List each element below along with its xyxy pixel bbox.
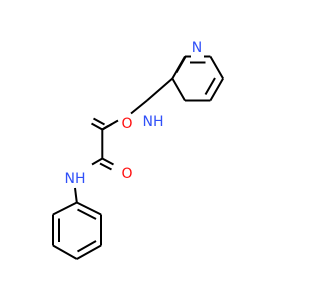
bond — [76, 244, 102, 260]
bond — [101, 157, 114, 166]
bond — [93, 117, 105, 126]
bond — [146, 77, 173, 102]
bond — [52, 244, 78, 260]
bond — [76, 201, 102, 216]
atom-label-oxygen: O — [121, 166, 132, 182]
bond — [74, 187, 78, 203]
oxamide-structure-diagram: O O NH NH N — [52, 40, 224, 260]
bond — [171, 78, 186, 101]
atom-label-oxygen: O — [121, 116, 132, 132]
atom-label-pyridine-nitrogen: N — [192, 40, 202, 56]
bond — [130, 99, 148, 115]
pyridine-ring — [171, 55, 224, 102]
bond — [175, 55, 187, 73]
bond — [77, 208, 97, 220]
bond — [91, 157, 103, 166]
bond — [204, 77, 216, 95]
phenyl-ring — [52, 201, 102, 260]
bond — [91, 122, 103, 131]
bond — [77, 240, 97, 253]
atom-label-amide-nitrogen: NH — [143, 114, 164, 130]
bond — [101, 125, 109, 131]
atom-label-amide-nitrogen: NH — [65, 171, 86, 187]
bond — [52, 201, 78, 216]
bond — [99, 162, 112, 171]
bond — [209, 78, 224, 101]
bond — [209, 56, 224, 79]
